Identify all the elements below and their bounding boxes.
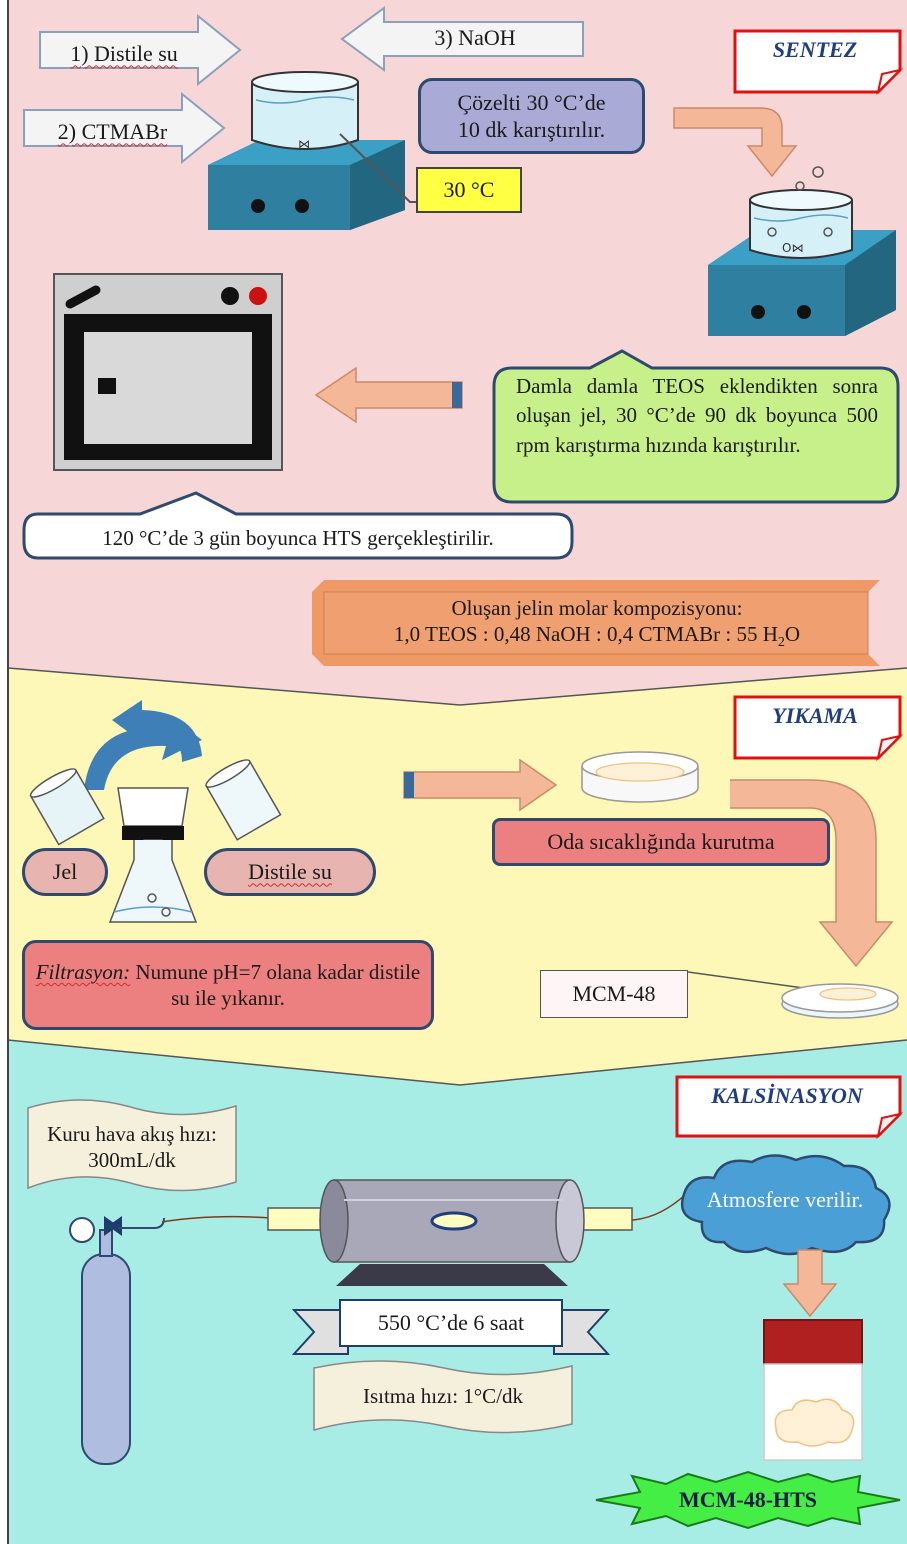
svg-text:O⋈: O⋈ (782, 241, 803, 255)
section-title-kalsinasyon: KALSİNASYON (711, 1083, 863, 1108)
distilled-water-pill: Distile su (204, 848, 376, 896)
composition-text: Oluşan jelin molar kompozisyonu: 1,0 TEO… (393, 595, 801, 650)
drying-label: Oda sıcaklığında kurutma (492, 818, 830, 866)
bent-arrow-down (730, 779, 894, 968)
cloud-icon (680, 1154, 891, 1256)
condition-ribbon-frame (292, 1299, 610, 1355)
ctmabr-arrow (23, 92, 226, 164)
oven-icon (53, 273, 283, 471)
tube-furnace-icon (267, 1179, 633, 1286)
bent-arrow-right-down (673, 107, 798, 178)
section-title-sentez: SENTEZ (772, 37, 858, 62)
arrow-to-oven (314, 366, 463, 424)
arrow-to-jar (782, 1249, 838, 1318)
mcm48-label: MCM-48 (540, 970, 688, 1018)
naoh-arrow (340, 6, 584, 72)
petri-dish-icon (581, 751, 699, 803)
yikama-tag-frame (733, 695, 904, 762)
svg-text:⋈: ⋈ (298, 137, 310, 151)
reagent-distilled-water: 1) Distile su (70, 41, 178, 67)
section-title-yikama: YIKAMA (772, 703, 858, 728)
exhaust-line (631, 1193, 687, 1221)
filtration-note: Filtrasyon: Numune pH=7 olana kadar dist… (22, 940, 434, 1030)
heating-rate-banner-frame (313, 1360, 573, 1434)
mcm48-pointer-line (688, 971, 819, 991)
heating-rate-note: Isıtma hızı: 1°C/dk (362, 1383, 524, 1408)
hts-note: 120 °C’de 3 gün boyunca HTS gerçekleştir… (102, 525, 494, 550)
gel-pill: Jel (22, 848, 108, 896)
arrow-to-petri-dish (403, 758, 558, 812)
condition-label: 550 °C’de 6 saat (377, 1310, 525, 1336)
magnetic-stirrer-2-icon: O⋈ (708, 166, 896, 336)
airflow-banner-frame (27, 1099, 237, 1192)
airflow-note: Kuru hava akış hızı: 300mL/dk (47, 1121, 217, 1172)
petri-dish-2-icon (781, 983, 899, 1019)
thermometer-line (339, 133, 426, 203)
magnetic-stirrer-icon: ⋈ (208, 71, 405, 230)
kalsinasyon-tag-frame (675, 1075, 904, 1140)
distilled-water-arrow (39, 14, 242, 86)
mixing-note: Çözelti 30 °C’de 10 dk karıştırılır. (418, 78, 645, 154)
final-product-label: MCM-48-HTS (678, 1487, 818, 1513)
hts-callout-frame (22, 491, 574, 560)
gas-line (161, 1215, 273, 1223)
gas-cylinder-icon (69, 1216, 165, 1465)
filtration-setup-icon (29, 700, 282, 923)
reagent-ctmabr: 2) CTMABr (57, 119, 168, 145)
temperature-label: 30 °C (416, 167, 522, 213)
final-product-frame (595, 1470, 901, 1530)
reagent-naoh: 3) NaOH (434, 25, 516, 51)
sentez-tag-frame (733, 29, 904, 96)
product-jar-icon (763, 1319, 863, 1461)
atmosphere-note: Atmosfere verilir. (706, 1187, 864, 1213)
teos-note: Damla damla TEOS eklendikten sonra oluşa… (516, 374, 878, 457)
teos-callout-frame (492, 349, 900, 504)
composition-frame (312, 580, 880, 666)
